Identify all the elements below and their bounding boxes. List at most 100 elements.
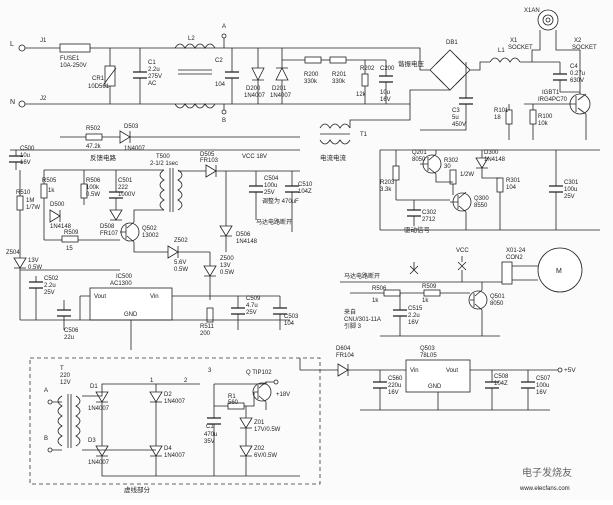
bridge-resonant-section: DB1 L1 C3 5u 450V X1AN X1 SOCKET X2 SOCK… — [300, 8, 597, 162]
diode-d503 — [119, 130, 131, 144]
resistor-r502 — [85, 133, 103, 141]
label-relay-v: CNU/301-11A — [344, 317, 381, 323]
label-r506b-v: 1k — [372, 298, 379, 304]
resistor-r202 — [361, 73, 369, 87]
label-r509-v: 15 — [66, 246, 73, 252]
label-r203: R203 — [380, 180, 395, 186]
label-c301-v2: 25V — [564, 194, 575, 200]
label-d300-v: 1N4148 — [484, 157, 506, 163]
label-plus5: +5V — [564, 367, 576, 374]
label-z500: Z500 — [220, 256, 234, 262]
label-cr1: CR1 — [92, 76, 105, 82]
label-r511: R511 — [200, 324, 215, 330]
zener-z02 — [239, 445, 253, 457]
label-r101: R101 — [494, 108, 509, 114]
label-z504-v: 13V — [28, 258, 39, 264]
regulator-q503 — [405, 359, 471, 393]
inductor-l2-top — [174, 43, 216, 49]
label-c515-v: 2.2u — [408, 313, 420, 319]
label-d503: D503 — [124, 124, 139, 130]
label-t220: 220 — [60, 373, 71, 379]
label-d201-v: 1N4007 — [270, 93, 292, 99]
transformer-t1-a — [319, 123, 351, 129]
label-d505: D505 — [200, 152, 215, 158]
label-r505-v: 1k — [48, 188, 55, 194]
label-c508: C508 — [494, 374, 509, 380]
diode-d201 — [275, 67, 289, 81]
diode-d200 — [251, 67, 265, 81]
diode-d508 — [109, 209, 123, 221]
label-c200-v: 10u — [380, 90, 390, 96]
label-r505: R505 — [42, 178, 57, 184]
label-node-a: A — [222, 24, 226, 30]
label-z504-v2: 0.5W — [28, 265, 42, 271]
label-r506: R506 — [86, 178, 101, 184]
label-x2: X2 — [574, 38, 582, 44]
transformer-aux-primary — [57, 395, 63, 447]
label-q503-v: 78L05 — [420, 353, 437, 359]
resistor-r505 — [40, 183, 48, 199]
capacitor-c1 — [133, 71, 147, 79]
resistor-r509-fan — [423, 289, 441, 297]
inductor-l1 — [489, 57, 521, 63]
label-c2-v: 104 — [215, 82, 226, 88]
label-d506: D506 — [236, 232, 251, 238]
label-q501: Q501 — [490, 294, 505, 300]
label-L: L — [10, 41, 14, 48]
label-d2: D2 — [164, 392, 172, 398]
label-r200-v: 330k — [304, 79, 318, 85]
label-c507-v: 100u — [536, 383, 549, 389]
label-ic500: IC500 — [116, 274, 133, 280]
label-n1: 1 — [150, 378, 154, 384]
label-t1: T1 — [360, 132, 368, 138]
label-d2-v: 1N4007 — [164, 399, 186, 405]
label-t500-v: 2-1/2 1sec — [150, 161, 178, 167]
label-t12: 12V — [60, 380, 71, 386]
label-n2: 2 — [184, 378, 188, 384]
label-d508: D508 — [100, 224, 115, 230]
label-l1: L1 — [498, 48, 505, 54]
label-c301-v: 100u — [564, 187, 577, 193]
capacitor-c506 — [57, 309, 71, 317]
label-r506-v2: 0.5W — [86, 192, 100, 198]
resistor-r510 — [16, 195, 24, 211]
label-r506-v: 100k — [86, 185, 100, 191]
label-c501-v: 222 — [118, 185, 129, 191]
label-z01-v: 17V/0.5W — [254, 427, 281, 433]
label-d201: D201 — [272, 86, 287, 92]
label-x1: X1 — [510, 38, 518, 44]
label-z01: Z01 — [254, 420, 265, 426]
zener-z500 — [203, 265, 217, 277]
label-r509b-v: 1k — [422, 298, 429, 304]
label-d4-v: 1N4007 — [164, 453, 186, 459]
label-d3-v: 1N4007 — [88, 460, 110, 466]
label-c500: C500 — [20, 146, 35, 152]
label-c503-v: 104 — [284, 321, 295, 327]
label-c504-v2: 25V — [264, 190, 275, 196]
label-r510-v: 1M — [26, 198, 34, 204]
fuse1 — [59, 43, 91, 53]
diode-d506 — [219, 225, 233, 237]
capacitor-filter-c1 — [207, 417, 221, 425]
capacitor-c3 — [459, 97, 473, 105]
label-c3: C3 — [452, 108, 460, 114]
resistor-r509 — [61, 235, 79, 243]
mains-input-section: L N J1 J2 FUSE1 10A-250V CR1 10D561 C1 2… — [10, 24, 425, 124]
label-c4: C4 — [570, 64, 578, 70]
label-current: 电流电流 — [320, 153, 347, 162]
label-c510-v: 104Z — [298, 189, 312, 195]
label-ic-vout: Vout — [94, 294, 106, 300]
label-c302-v: 2712 — [422, 217, 436, 223]
label-reg-vout: Vout — [446, 368, 458, 374]
resistor-r100 — [529, 109, 537, 125]
label-con2: CON2 — [506, 255, 523, 261]
label-r101-v: 18 — [494, 115, 501, 121]
switching-supply-section: C500 10u 16V R502 47.2k D503 1N4007 反馈电路… — [6, 124, 313, 350]
label-c301: C301 — [564, 180, 579, 186]
label-c-filt-v: 470u — [204, 432, 217, 438]
label-z500-v2: 0.5W — [220, 270, 234, 276]
label-c501: C501 — [118, 178, 133, 184]
resistor-r203 — [392, 165, 400, 181]
